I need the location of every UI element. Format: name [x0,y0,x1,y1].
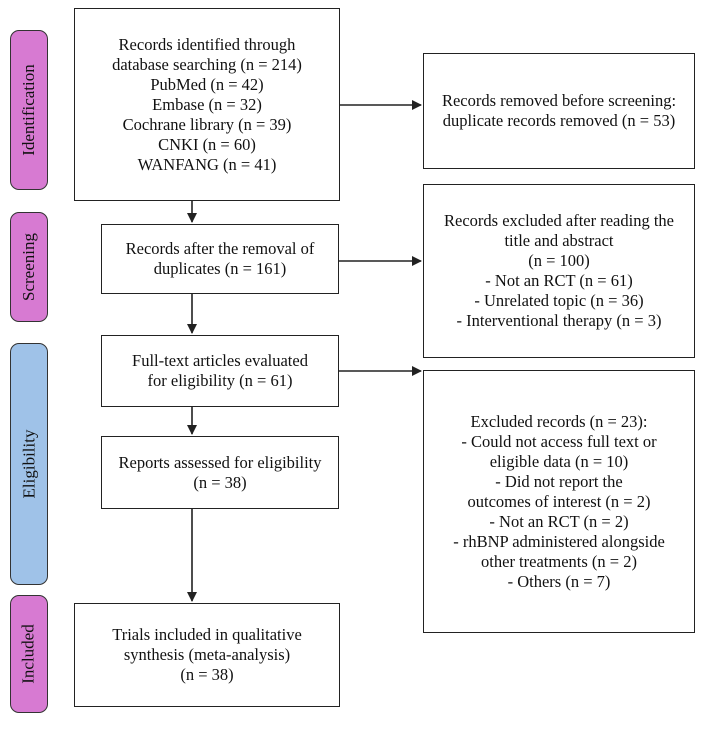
trials-included-box: Trials included in qualitative synthesis… [74,603,340,707]
box-line: CNKI (n = 60) [158,134,256,154]
box-line: Trials included in qualitative [112,625,302,644]
box-line: synthesis (meta-analysis) [123,645,291,664]
box-line: WANFANG (n = 41) [137,154,277,174]
box-line: Records removed before screening: [441,91,677,110]
box-line: Records identified through [118,34,296,54]
fulltext-evaluated-box: Full-text articles evaluated for eligibi… [101,335,339,407]
box-line: duplicate records removed (n = 53) [442,111,676,130]
box-line: Excluded records (n = 23): [470,411,648,431]
box-line: (n = 38) [193,472,247,492]
box-line: - Could not access full text or [461,431,657,451]
box-line: outcomes of interest (n = 2) [467,491,651,511]
box-line: - Interventional therapy (n = 3) [456,311,662,330]
box-line: - Not an RCT (n = 61) [485,271,633,290]
box-line: - Not an RCT (n = 2) [489,511,629,531]
phase-eligibility: Eligibility [10,343,48,585]
box-line: title and abstract [504,231,614,250]
box-line: (n = 100) [528,251,590,270]
box-line: Full-text articles evaluated [132,351,308,370]
excluded-records-box: Excluded records (n = 23): - Could not a… [423,370,695,633]
box-line: other treatments (n = 2) [481,551,637,571]
box-line: Embase (n = 32) [152,94,262,114]
box-line: database searching (n = 214) [112,54,302,74]
box-line: - Others (n = 7) [507,571,611,591]
phase-identification: Identification [10,30,48,190]
phase-screening: Screening [10,212,48,322]
box-line: Reports assessed for eligibility [118,452,322,472]
box-line: Records excluded after reading the [444,211,674,230]
records-identified-box: Records identified through database sear… [74,8,340,201]
box-line: (n = 38) [180,665,234,684]
phase-included: Included [10,595,48,713]
records-excluded-title-box: Records excluded after reading the title… [423,184,695,358]
box-line: - rhBNP administered alongside [453,531,665,551]
box-line: Records after the removal of [125,239,315,258]
box-line: PubMed (n = 42) [150,74,264,94]
reports-assessed-box: Reports assessed for eligibility (n = 38… [101,436,339,509]
box-line: - Unrelated topic (n = 36) [474,291,644,310]
box-line: eligible data (n = 10) [489,451,629,471]
records-after-removal-box: Records after the removal of duplicates … [101,224,339,294]
box-line: for eligibility (n = 61) [147,371,293,390]
box-line: duplicates (n = 161) [153,259,287,278]
box-line: - Did not report the [495,471,623,491]
records-removed-box: Records removed before screening: duplic… [423,53,695,169]
box-line: Cochrane library (n = 39) [122,114,292,134]
